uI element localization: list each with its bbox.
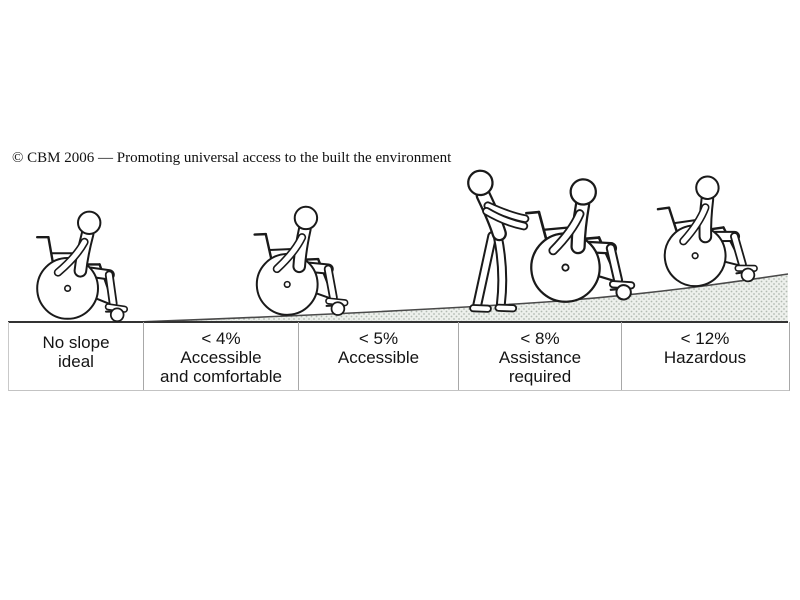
wheelchair-figure-12-percent <box>654 172 756 293</box>
panel-5-percent: < 5% Accessible <box>298 322 458 390</box>
wheelchair-figure-4-percent <box>253 205 345 318</box>
panel-title: < 8% <box>520 329 560 348</box>
panel-line2: Accessible <box>180 348 262 367</box>
panel-title: < 4% <box>201 329 241 348</box>
panel-4-percent: < 4% Accessible and comfortable <box>143 322 298 390</box>
wheelchair-figure-no-slope <box>37 212 124 322</box>
panel-title: No slope <box>42 333 110 352</box>
ramp-wedge <box>137 274 788 322</box>
panel-line2: Hazardous <box>663 348 747 367</box>
panel-line2: Assistance <box>498 348 582 367</box>
panel-no-slope: No slope ideal <box>9 322 143 390</box>
assisted-wheelchair-figure-8-percent <box>461 158 632 312</box>
copyright-text: © CBM 2006 — Promoting universal access … <box>12 150 452 166</box>
panel-title: < 5% <box>358 329 399 348</box>
panel-title: < 12% <box>680 329 730 348</box>
slope-label-row: No slope ideal < 4% Accessible and comfo… <box>8 322 790 391</box>
panel-line2: Accessible <box>337 348 420 367</box>
panel-8-percent: < 8% Assistance required <box>458 322 621 390</box>
panel-line2: ideal <box>58 352 94 371</box>
ramp-top-edge <box>136 273 789 323</box>
panel-12-percent: < 12% Hazardous <box>621 322 788 390</box>
panel-line3: and comfortable <box>160 367 282 386</box>
panel-line3: required <box>508 367 572 386</box>
